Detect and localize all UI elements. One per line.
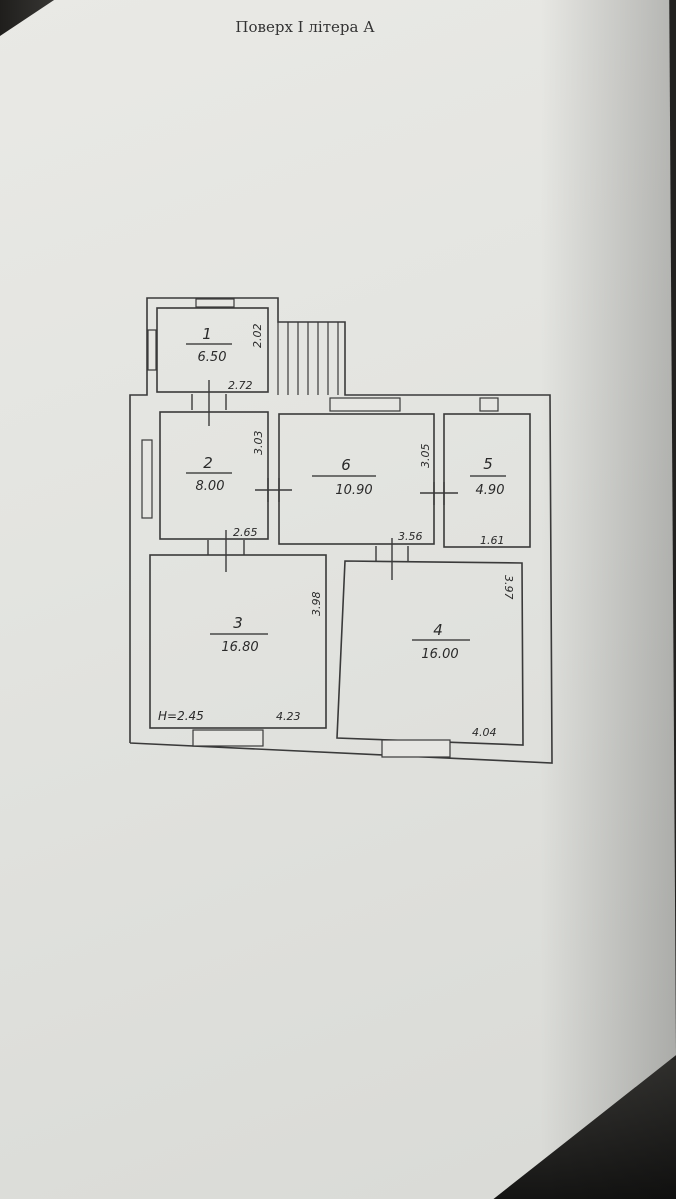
dimension-label: 4.23 xyxy=(276,710,301,723)
room-number: 3 xyxy=(233,614,243,632)
ceiling-height-label: H=2.45 xyxy=(158,709,204,723)
window-room-1-left xyxy=(147,329,157,371)
room-area: 8.00 xyxy=(196,479,225,494)
room-1-outline xyxy=(156,307,269,393)
window-room-2-left xyxy=(141,439,153,519)
window-room-5-top xyxy=(479,397,499,412)
room-area: 10.90 xyxy=(335,483,372,498)
room-area: 16.80 xyxy=(221,640,258,655)
window-room-4-bottom xyxy=(381,739,451,758)
dimension-label: 1.61 xyxy=(480,534,505,547)
dimension-label: 2.72 xyxy=(228,379,253,392)
dimension-label: 3.56 xyxy=(398,530,423,543)
room-6-outline xyxy=(278,413,435,545)
outer-wall-outline xyxy=(129,297,553,764)
dimension-label: 3.05 xyxy=(419,444,432,469)
room-3-outline xyxy=(149,554,327,729)
room-number: 2 xyxy=(203,454,213,472)
dimension-label: 2.65 xyxy=(233,526,258,539)
room-number: 5 xyxy=(483,455,493,473)
dimension-label: 3.97 xyxy=(502,575,515,600)
room-area: 4.90 xyxy=(476,483,505,498)
dimension-label: 3.03 xyxy=(252,431,265,456)
room-area: 16.00 xyxy=(421,647,458,662)
room-2-outline xyxy=(159,411,269,540)
room-4-outline xyxy=(336,560,524,746)
window-room-3-bottom xyxy=(192,729,264,747)
room-number: 4 xyxy=(433,621,443,639)
window-room-1-top xyxy=(195,298,235,308)
stairs xyxy=(277,322,339,395)
window-room-6-top xyxy=(329,397,401,412)
dimension-label: 3.98 xyxy=(310,592,323,617)
dimension-label: 2.02 xyxy=(251,324,264,349)
room-number: 1 xyxy=(202,325,212,343)
room-number: 6 xyxy=(341,456,351,474)
dimension-label: 4.04 xyxy=(472,726,497,739)
room-5-outline xyxy=(443,413,531,548)
page-title: Поверх І літера А xyxy=(235,18,375,36)
room-area: 6.50 xyxy=(198,350,227,365)
